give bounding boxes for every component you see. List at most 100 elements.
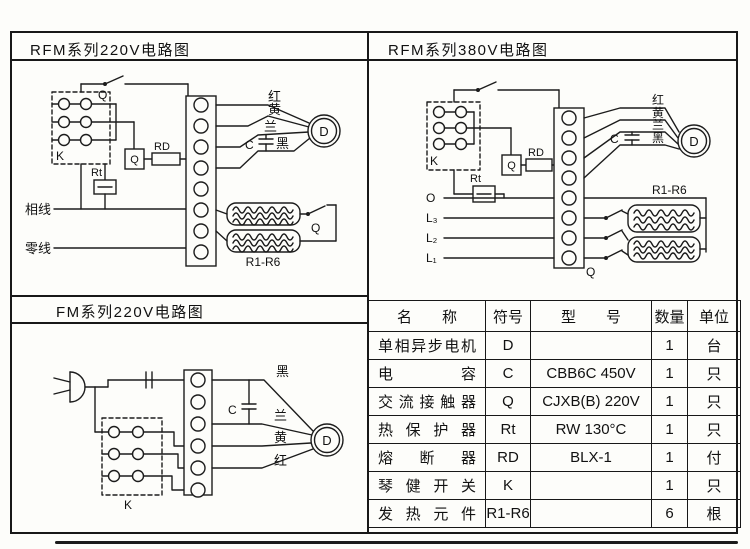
main-switch-q: Q	[80, 75, 189, 102]
parts-row: 发热元件 R1-R6 6 根	[368, 499, 741, 528]
phase-l1-label: L₁	[426, 251, 437, 265]
wire-red-label: 红	[268, 89, 281, 104]
part-model	[530, 471, 652, 500]
key-switch-k: K	[51, 91, 117, 165]
wire-red-label: 红	[274, 453, 287, 468]
c-label: C	[228, 403, 237, 417]
motor-label: D	[322, 433, 331, 448]
k-label: K	[430, 154, 438, 168]
part-name: 单相异步电机	[368, 331, 486, 360]
part-unit: 只	[687, 415, 741, 444]
col-header-model: 型号	[530, 300, 652, 332]
part-unit: 付	[687, 443, 741, 472]
r-range-label: R1-R6	[246, 255, 281, 269]
document-frame	[10, 31, 738, 534]
rd-label: RD	[528, 147, 544, 159]
col-header-qty: 数量	[651, 300, 688, 332]
vertical-divider	[367, 31, 369, 534]
part-symbol: R1-R6	[485, 499, 531, 528]
capacitor-c: C	[228, 379, 257, 425]
wire-blue-label: 兰	[652, 118, 664, 132]
key-switch-k: K	[426, 101, 481, 171]
part-unit: 根	[687, 499, 741, 528]
terminal-strip	[553, 107, 585, 269]
phase-l2-label: L₂	[426, 231, 438, 245]
heater-bank-r1-r6: R1-R6	[583, 183, 707, 263]
part-qty: 1	[651, 331, 688, 360]
capacitor-c: C	[610, 131, 640, 146]
wire-black-label: 黑	[276, 136, 289, 151]
parts-row: 单相异步电机 D 1 台	[368, 331, 741, 360]
part-qty: 6	[651, 499, 688, 528]
section-title-rfm220: RFM系列220V电路图	[30, 42, 191, 59]
part-qty: 1	[651, 359, 688, 388]
diagram-fm-220v: K 黑 兰 黄 红 C D	[53, 364, 344, 512]
part-unit: 只	[687, 471, 741, 500]
part-name: 琴健开关	[368, 471, 486, 500]
part-model: CBB6C 450V	[530, 359, 652, 388]
fuse-rd: RD	[151, 141, 187, 166]
thermal-protector-rt: Rt	[80, 163, 117, 210]
part-unit: 只	[687, 387, 741, 416]
section-title-rfm380: RFM系列380V电路图	[388, 42, 549, 59]
diagram-rfm-380v: K Q RD Rt	[426, 81, 711, 279]
live-label: 相线	[25, 202, 51, 217]
part-symbol: Q	[485, 387, 531, 416]
contactor-q: Q	[473, 127, 527, 176]
left-mid-divider	[10, 295, 369, 297]
part-qty: 1	[651, 415, 688, 444]
part-unit: 只	[687, 359, 741, 388]
rt-label: Rt	[91, 167, 102, 179]
heater-bank-r1-r6: R1-R6 Q	[215, 202, 337, 269]
part-model: BLX-1	[530, 443, 652, 472]
main-switch	[453, 81, 560, 109]
q-top-label: Q	[98, 88, 107, 102]
heater-switches-q: Q	[583, 209, 629, 279]
part-model: RW 130°C	[530, 415, 652, 444]
phase-lines: O L₃ L₂ L₁	[426, 191, 555, 265]
motor-d: D	[307, 114, 341, 148]
part-name: 交流接触器	[368, 387, 486, 416]
col-header-unit: 单位	[687, 300, 741, 332]
parts-row: 熔断器 RD BLX-1 1 付	[368, 443, 741, 472]
part-name: 热保护器	[368, 415, 486, 444]
heater-switch-q-label: Q	[586, 265, 595, 279]
k-label: K	[56, 149, 64, 163]
wire-yellow-label: 黄	[652, 106, 664, 120]
part-qty: 1	[651, 443, 688, 472]
wire-blue-label: 兰	[264, 119, 277, 134]
wire-yellow-label: 黄	[268, 102, 281, 117]
contactor-q: Q	[115, 121, 153, 170]
motor-wires: 红 黄 兰 黑	[583, 92, 680, 179]
part-symbol: RD	[485, 443, 531, 472]
wire-black-label: 黑	[276, 364, 289, 379]
motor-wires: 黑 兰 黄 红	[211, 364, 314, 469]
key-switch-k: K	[101, 417, 185, 512]
part-model: CJXB(B) 220V	[530, 387, 652, 416]
k-label: K	[124, 498, 132, 512]
part-qty: 1	[651, 471, 688, 500]
neutral-label: 零线	[25, 241, 51, 256]
part-qty: 1	[651, 387, 688, 416]
part-model	[530, 499, 652, 528]
live-wire: 相线	[25, 202, 187, 217]
rt-label: Rt	[470, 173, 481, 185]
parts-row: 电容 C CBB6C 450V 1 只	[368, 359, 741, 388]
parts-table: 名称 符号 型号 数量 单位 单相异步电机 D 1 台 电容 C CBB6C 4…	[368, 300, 741, 528]
contactor-q-label: Q	[507, 160, 516, 172]
part-name: 电容	[368, 359, 486, 388]
part-symbol: C	[485, 359, 531, 388]
part-symbol: D	[485, 331, 531, 360]
part-symbol: Rt	[485, 415, 531, 444]
c-label: C	[610, 132, 619, 146]
fuse-rd: RD	[525, 147, 555, 172]
title-row-divider	[10, 59, 738, 61]
rd-label: RD	[154, 141, 170, 153]
motor-wires: 红 黄 兰 黑	[215, 89, 311, 169]
terminal-strip	[185, 95, 217, 267]
parts-row: 交流接触器 Q CJXB(B) 220V 1 只	[368, 387, 741, 416]
motor-d: D	[310, 423, 344, 457]
section-title-fm220: FM系列220V电路图	[56, 304, 205, 321]
wire-blue-label: 兰	[274, 408, 287, 423]
neutral-wire: 零线	[25, 241, 187, 256]
